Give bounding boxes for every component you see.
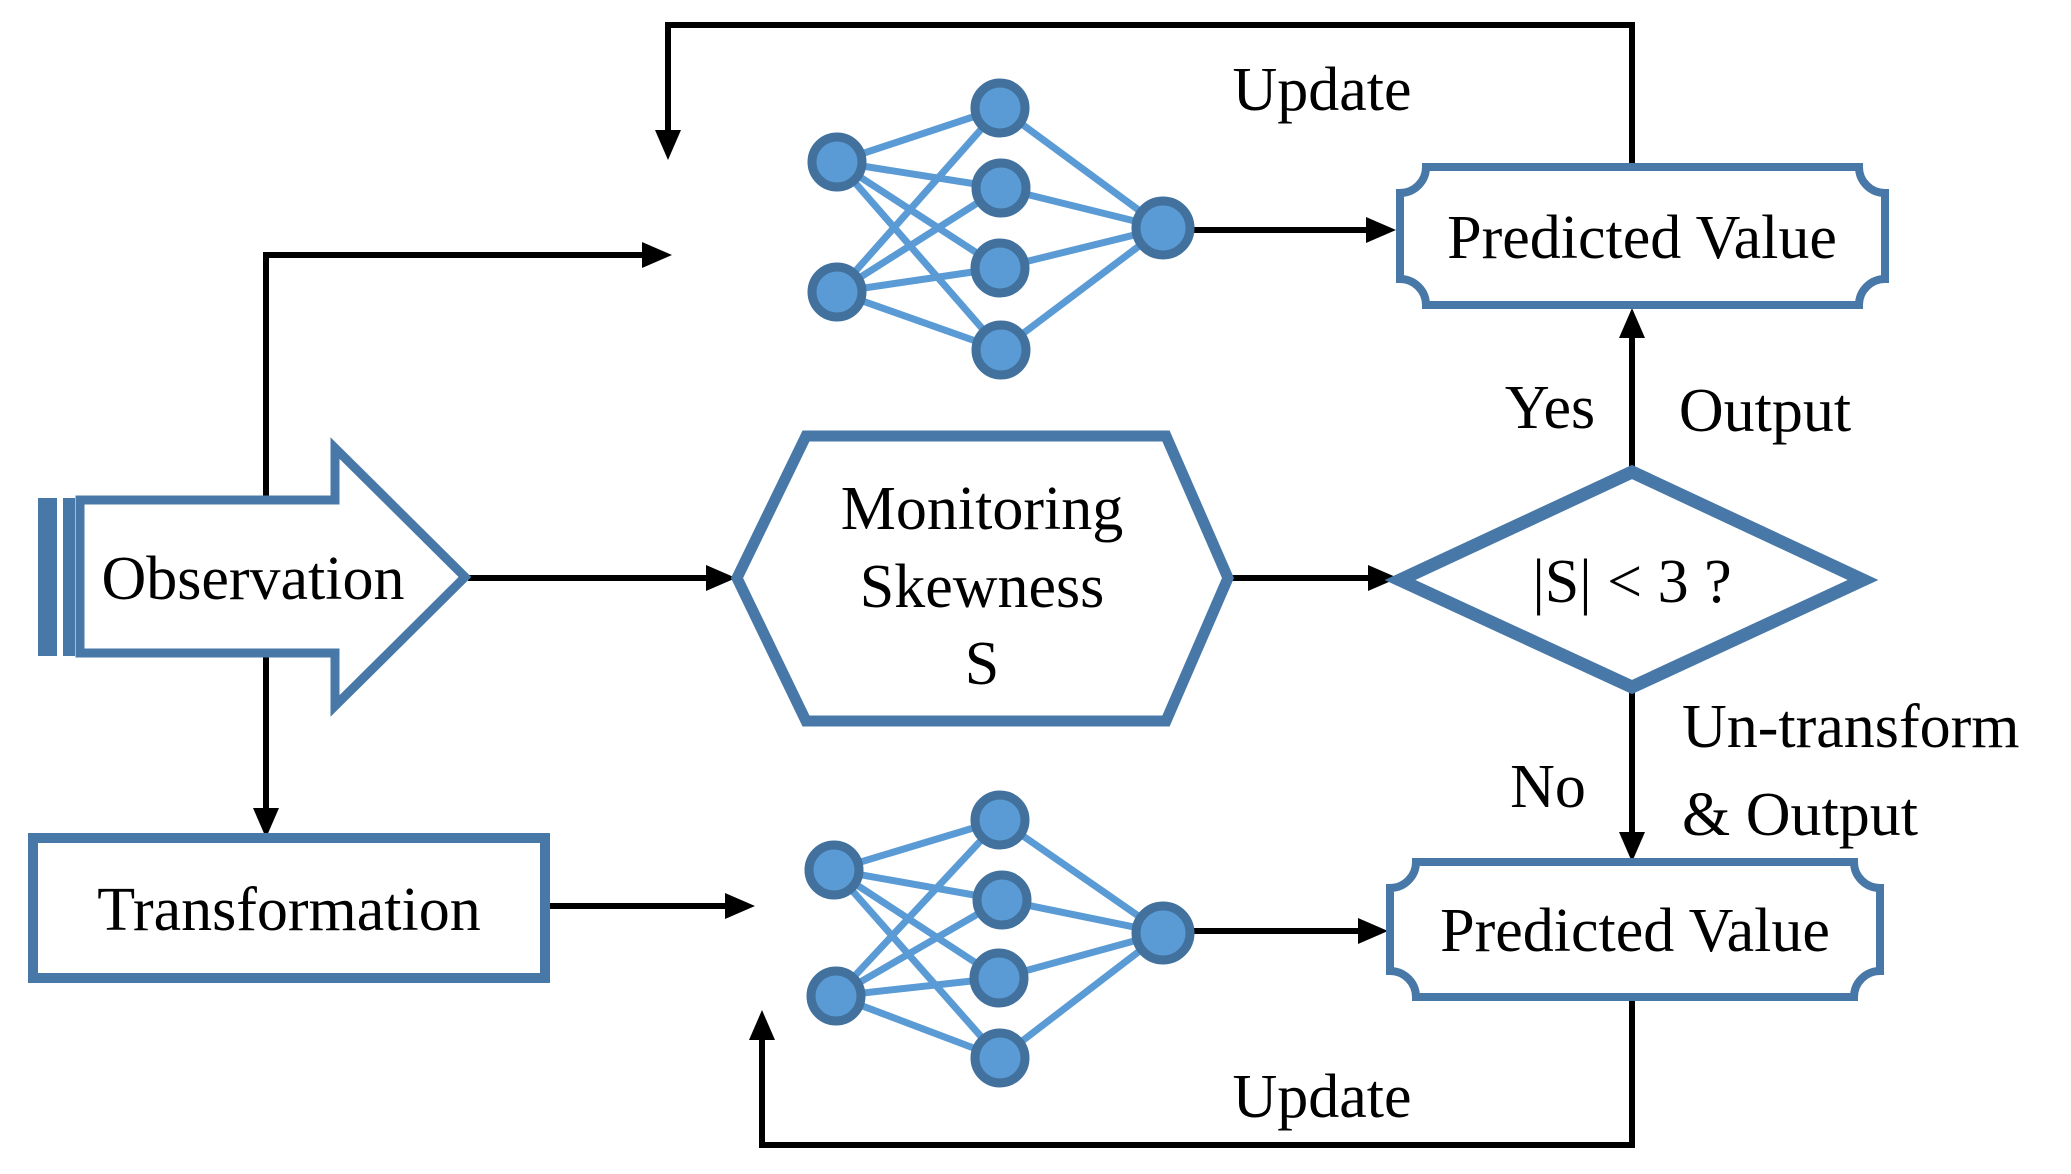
nn-node bbox=[804, 840, 864, 900]
observation-stripe-thin bbox=[63, 498, 75, 656]
output-label: Output bbox=[1679, 377, 1851, 445]
nn-node bbox=[806, 966, 866, 1026]
nn-node bbox=[970, 790, 1030, 850]
nn-nodes-top bbox=[807, 78, 1195, 380]
connector-update-loop-top bbox=[655, 22, 1635, 166]
observation-arrow-shape: Observation bbox=[38, 437, 472, 717]
un-transform-label-line2: & Output bbox=[1682, 781, 1918, 849]
neural-network-icon-top bbox=[807, 78, 1195, 380]
nn-node bbox=[971, 158, 1031, 218]
nn-edge bbox=[834, 105, 1003, 295]
nn-node bbox=[1131, 901, 1195, 965]
monitoring-label-line2: Skewness bbox=[860, 553, 1105, 621]
nn-edge bbox=[835, 185, 1003, 295]
yes-label: Yes bbox=[1505, 374, 1595, 442]
nn-edge bbox=[998, 817, 1165, 936]
hexagon-outline bbox=[730, 430, 1234, 727]
predicted-value-plaque-top: Predicted Value bbox=[1396, 163, 1889, 309]
no-label: No bbox=[1510, 753, 1586, 821]
decision-diamond: |S| < 3 ? bbox=[1384, 464, 1879, 695]
connector-update-loop-bottom bbox=[749, 998, 1635, 1148]
plaque-bottom-outline bbox=[1386, 858, 1884, 1001]
monitoring-skewness-hexagon: Monitoring Skewness S bbox=[730, 430, 1234, 727]
connector-observation-to-top-network bbox=[263, 242, 672, 498]
nn-node bbox=[807, 132, 867, 192]
nn-edge bbox=[997, 930, 1166, 1061]
nn-node bbox=[970, 238, 1030, 298]
predicted-value-plaque-bottom: Predicted Value bbox=[1386, 858, 1884, 1001]
nn-node bbox=[970, 1028, 1030, 1088]
nn-node bbox=[969, 948, 1029, 1008]
predicted-value-top-label: Predicted Value bbox=[1447, 204, 1837, 272]
observation-stripe-thick bbox=[38, 498, 57, 656]
transformation-box: Transformation bbox=[28, 833, 550, 983]
nn-node bbox=[807, 262, 867, 322]
nn-edge bbox=[834, 159, 1004, 353]
nn-edge bbox=[833, 817, 1003, 999]
nn-node bbox=[971, 320, 1031, 380]
decision-label: |S| < 3 ? bbox=[1532, 548, 1731, 616]
monitoring-label-line3: S bbox=[965, 630, 999, 698]
observation-arrow-outline bbox=[75, 437, 472, 717]
diamond-outline bbox=[1384, 464, 1879, 695]
monitoring-label-line1: Monitoring bbox=[841, 475, 1123, 543]
nn-node bbox=[970, 78, 1030, 138]
update-label-top: Update bbox=[1232, 56, 1411, 124]
nn-nodes-bottom bbox=[804, 790, 1195, 1088]
nn-node bbox=[972, 870, 1032, 930]
observation-label: Observation bbox=[101, 545, 404, 613]
predicted-value-bottom-label: Predicted Value bbox=[1440, 897, 1830, 965]
nn-node bbox=[1131, 196, 1195, 260]
plaque-top-outline bbox=[1396, 163, 1889, 309]
nn-edge bbox=[835, 159, 1002, 271]
edge-labels: Update Update Yes Output No Un-transform… bbox=[1232, 56, 2019, 1131]
nn-edge bbox=[997, 105, 1166, 231]
update-label-bottom: Update bbox=[1232, 1063, 1411, 1131]
nn-edge bbox=[831, 867, 1003, 1061]
flow-connectors bbox=[253, 22, 1645, 1148]
transformation-label: Transformation bbox=[97, 876, 480, 944]
nn-edge bbox=[834, 896, 1004, 1000]
un-transform-label-line1: Un-transform bbox=[1682, 693, 2019, 761]
nn-edge bbox=[998, 225, 1166, 353]
transformation-outline bbox=[28, 833, 550, 983]
nn-edge bbox=[832, 867, 1001, 981]
nn-edges-top bbox=[834, 104, 1166, 354]
nn-edges-bottom bbox=[831, 816, 1166, 1062]
neural-network-icon-bottom bbox=[804, 790, 1195, 1088]
